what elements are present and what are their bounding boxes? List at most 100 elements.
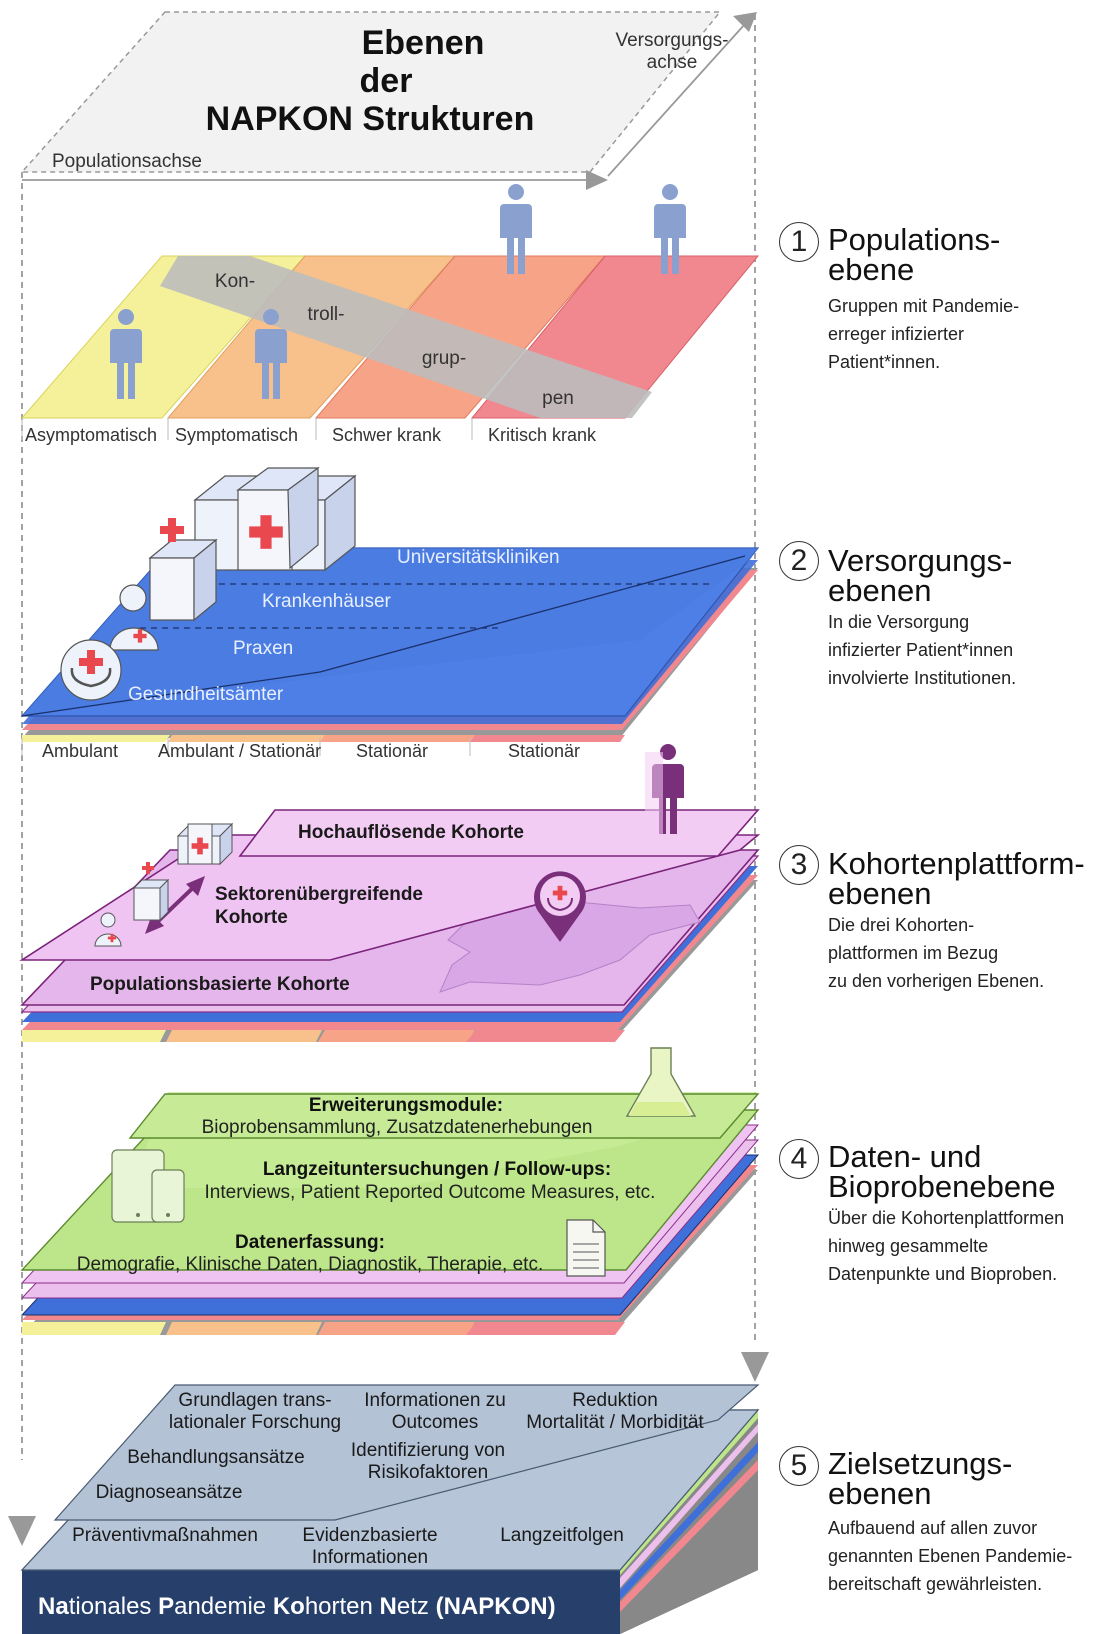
napkon-banner-part: N	[380, 1593, 397, 1620]
goal-item: Evidenzbasierte	[302, 1525, 437, 1546]
level-1-desc-line: erreger infizierter	[828, 324, 965, 344]
diagram-title: Ebenen der NAPKON Strukturen	[206, 24, 535, 138]
health-office-icon	[60, 639, 122, 701]
high-res-cohort-label: Hochauflösende Kohorte	[298, 822, 524, 843]
population-level: Kon- troll- grup- pen Asymptomatisch Sym…	[20, 184, 760, 445]
goal-item: Mortalität / Morbidität	[526, 1412, 704, 1433]
data-level: Erweiterungsmodule: Bioprobensammlung, Z…	[20, 1047, 760, 1335]
setting-label-2: Ambulant / Stationär	[158, 741, 321, 761]
level-4-desc-line: Datenpunkte und Bioproben.	[828, 1264, 1058, 1284]
mini-clinic-icon	[132, 862, 170, 922]
goal-item: Outcomes	[392, 1412, 479, 1433]
level-3-desc-line: Die drei Kohorten-	[828, 915, 975, 935]
level-5-number: 5	[779, 1446, 819, 1486]
goal-item: lationaler Forschung	[169, 1412, 341, 1433]
flask-icon	[625, 1047, 697, 1117]
mini-doctor-icon	[94, 912, 122, 947]
goal-item: Reduktion	[572, 1390, 658, 1411]
goals-upper-plate	[53, 1384, 760, 1521]
germany-map-shape	[439, 901, 701, 993]
goal-item: Identifizierung von	[351, 1440, 505, 1461]
goal-item: Diagnoseansätze	[96, 1482, 243, 1503]
level-3-title: Kohortenplattform- ebenen	[828, 848, 1085, 911]
level-4-desc-line: Über die Kohortenplattformen	[828, 1208, 1065, 1228]
level-4-description: Über die Kohortenplattformen hinweg gesa…	[828, 1204, 1103, 1288]
extension-modules-title: Erweiterungsmodule:	[309, 1095, 503, 1116]
level-2-desc-line: involvierte Institutionen.	[828, 668, 1017, 688]
napkon-banner-part: horten	[305, 1593, 380, 1620]
care-layer-practices: Praxen	[233, 638, 293, 659]
mini-hospital-icon	[176, 822, 234, 866]
location-pin-icon	[534, 871, 587, 942]
level-1-number: 1	[779, 222, 819, 262]
goal-item: Informationen zu	[364, 1390, 506, 1411]
care-layer-hospitals: Krankenhäuser	[262, 591, 392, 612]
cross-sector-cohort-label-2: Kohorte	[215, 907, 288, 928]
level-1-title-line: Populations-	[828, 222, 1001, 257]
group-label-critical: Kritisch krank	[488, 425, 597, 445]
napkon-banner-part: etz	[397, 1593, 436, 1620]
title-line-2: der	[360, 62, 413, 100]
level-1-description: Gruppen mit Pandemie- erreger infizierte…	[828, 292, 1103, 376]
level-2-desc-line: In die Versorgung	[828, 612, 970, 632]
care-axis-down-arrow	[741, 1352, 769, 1382]
level-2-title-line: Versorgungs-	[828, 543, 1013, 578]
clinic-building-icon	[148, 518, 218, 622]
group-label-severe: Schwer krank	[332, 425, 442, 445]
followup-text: Interviews, Patient Reported Outcome Mea…	[205, 1182, 656, 1203]
napkon-banner-part: Na	[38, 1593, 69, 1620]
level-3-description: Die drei Kohorten- plattformen im Bezug …	[828, 911, 1103, 995]
goal-item: Behandlungsansätze	[127, 1447, 304, 1468]
care-axis-label-2: achse	[647, 52, 698, 73]
level-5-desc-line: Aufbauend auf allen zuvor	[828, 1518, 1038, 1538]
care-layer-university: Universitätskliniken	[397, 547, 560, 568]
goal-item: Präventivmaßnahmen	[72, 1525, 258, 1546]
level-3-number: 3	[779, 845, 819, 885]
cross-sector-cohort-label-1: Sektorenübergreifende	[215, 884, 423, 905]
level-5-desc-line: genannten Ebenen Pandemie-	[828, 1546, 1073, 1566]
level-2-title-line: ebenen	[828, 573, 932, 608]
level-3-desc-line: plattformen im Bezug	[828, 943, 999, 963]
napkon-banner-part: tionales	[69, 1593, 158, 1620]
extension-modules-plate	[128, 1093, 760, 1139]
population-axis-down-arrow	[8, 1516, 36, 1546]
control-syllable-3: grup-	[422, 348, 466, 369]
level-4-desc-line: hinweg gesammelte	[828, 1236, 989, 1256]
goal-item: Risikofaktoren	[368, 1462, 488, 1483]
population-axis-label: Populationsachse	[52, 151, 202, 172]
napkon-banner-part: Ko	[273, 1593, 305, 1620]
level-1-title: Populations- ebene	[828, 222, 1001, 285]
document-icon	[566, 1219, 606, 1277]
care-axis-arrow	[733, 12, 757, 32]
level-3-title-line: ebenen	[828, 876, 932, 911]
setting-label-4: Stationär	[508, 741, 580, 761]
group-label-asymptomatic: Asymptomatisch	[25, 425, 157, 445]
setting-label-3: Stationär	[356, 741, 428, 761]
level-1-desc-line: Patient*innen.	[828, 352, 941, 372]
data-capture-title: Datenerfassung:	[235, 1232, 385, 1253]
level-4-number: 4	[779, 1139, 819, 1179]
level-4-title-line: Bioprobenebene	[828, 1169, 1056, 1204]
tablet-phone-icon	[111, 1149, 185, 1223]
level-2-title: Versorgungs- ebenen	[828, 543, 1013, 608]
cohort-level: Hochauflösende Kohorte Sektorenübergreif…	[19, 744, 761, 1042]
high-res-cohort-plate	[238, 809, 760, 857]
level-5-title-line: ebenen	[828, 1476, 932, 1511]
level-2-description: In die Versorgung infizierter Patient*in…	[828, 608, 1103, 692]
level-5-title: Zielsetzungs- ebenen	[828, 1448, 1012, 1511]
level-2-desc-line: infizierter Patient*innen	[828, 640, 1014, 660]
hospital-building-icon	[193, 466, 357, 572]
napkon-banner	[22, 1570, 620, 1634]
control-syllable-2: troll-	[308, 304, 345, 325]
level-5-description: Aufbauend auf allen zuvor genannten Eben…	[828, 1514, 1103, 1598]
care-axis-label-1: Versorgungs-	[615, 30, 728, 51]
header-section: Ebenen der NAPKON Strukturen Versorgungs…	[8, 11, 769, 1546]
title-line-1: Ebenen	[362, 24, 485, 62]
control-group-band	[160, 256, 652, 418]
level-5-desc-line: bereitschaft gewährleisten.	[828, 1574, 1043, 1594]
title-line-3: NAPKON Strukturen	[206, 100, 535, 138]
level-1-desc-line: Gruppen mit Pandemie-	[828, 296, 1020, 316]
care-layer-health-offices: Gesundheitsämter	[128, 684, 284, 705]
care-level: Universitätskliniken Krankenhäuser Praxe…	[20, 466, 760, 761]
